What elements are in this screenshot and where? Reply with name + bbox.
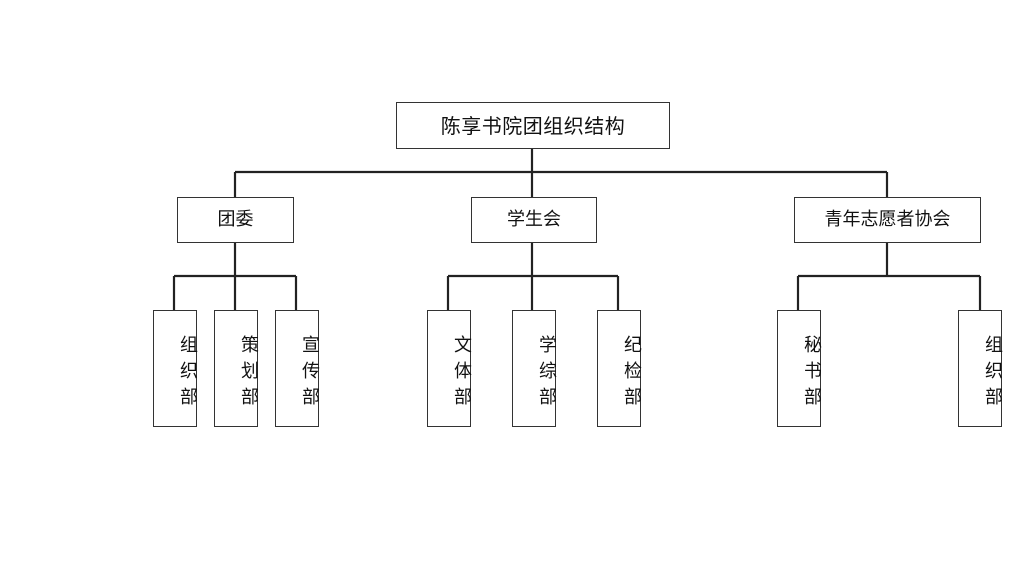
dept-node: 秘书部 xyxy=(777,310,822,427)
branch-node-qingnian-zhiyuanzhe: 青年志愿者协会 xyxy=(794,197,981,243)
root-node: 陈享书院团组织结构 xyxy=(396,102,670,149)
branch-node-tuanwei: 团委 xyxy=(177,197,294,243)
dept-node: 组织部 xyxy=(153,310,198,427)
dept-node: 文体部 xyxy=(427,310,472,427)
dept-node: 策划部 xyxy=(214,310,259,427)
branch-node-xueshenghui: 学生会 xyxy=(471,197,597,243)
dept-node: 宣传部 xyxy=(275,310,320,427)
dept-node: 学综部 xyxy=(512,310,557,427)
dept-node: 组织部 xyxy=(958,310,1003,427)
dept-node: 纪检部 xyxy=(597,310,642,427)
